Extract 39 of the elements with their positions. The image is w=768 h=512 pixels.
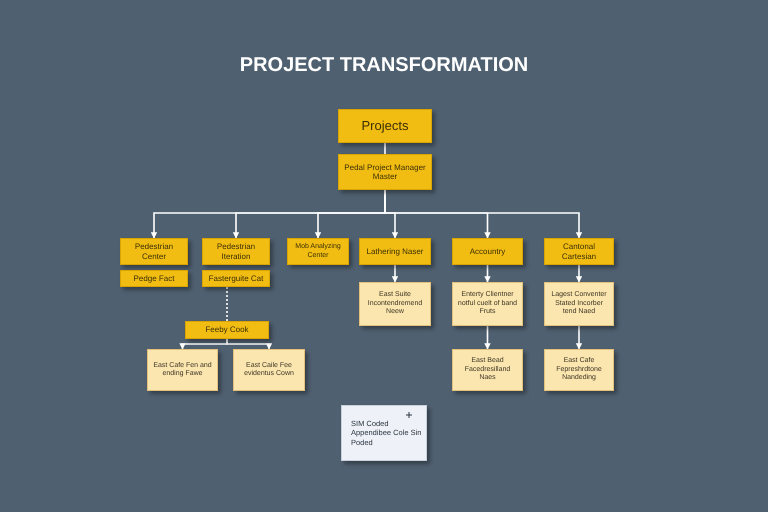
detail-box xyxy=(452,282,523,326)
process-box xyxy=(202,238,270,265)
connector-line xyxy=(384,143,386,154)
process-box xyxy=(120,238,188,265)
node-label: Feeby Cook xyxy=(204,325,250,335)
arrow xyxy=(484,265,491,283)
detail-box xyxy=(544,349,614,391)
detail-box xyxy=(359,282,431,326)
process-box xyxy=(120,270,188,287)
node-label: Pedge Fact xyxy=(132,274,176,284)
arrow xyxy=(576,265,582,283)
diagram-title: PROJECT TRANSFORMATION xyxy=(238,54,530,77)
node-label: Pedal Project Manager Master xyxy=(343,162,427,182)
detail-box xyxy=(452,349,523,391)
arrow xyxy=(484,326,491,350)
process-box xyxy=(544,238,614,265)
node-label: Pedestrian Iteration xyxy=(216,242,256,261)
arrow xyxy=(226,339,272,350)
detail-box xyxy=(147,349,218,391)
process-box xyxy=(359,238,431,265)
dashed-connector xyxy=(226,287,228,321)
node-label: Fasterguite Cat xyxy=(208,274,264,284)
detail-box xyxy=(544,282,614,326)
process-box xyxy=(185,321,269,339)
detail-box xyxy=(233,349,305,391)
process-box xyxy=(287,238,349,265)
process-box xyxy=(202,270,270,287)
arrow xyxy=(392,265,398,283)
process-box xyxy=(338,109,432,143)
node-label: Accountry xyxy=(468,246,506,256)
node-label: Projects xyxy=(360,118,410,134)
arrow xyxy=(384,190,582,239)
node-label: Cantonal Cartesian xyxy=(560,242,598,261)
node-label: Pedestrian Center xyxy=(134,242,174,261)
process-box xyxy=(338,154,432,190)
note-card xyxy=(341,405,427,461)
process-box xyxy=(452,238,523,265)
node-label: Lathering Naser xyxy=(366,246,424,256)
arrow xyxy=(576,326,582,350)
